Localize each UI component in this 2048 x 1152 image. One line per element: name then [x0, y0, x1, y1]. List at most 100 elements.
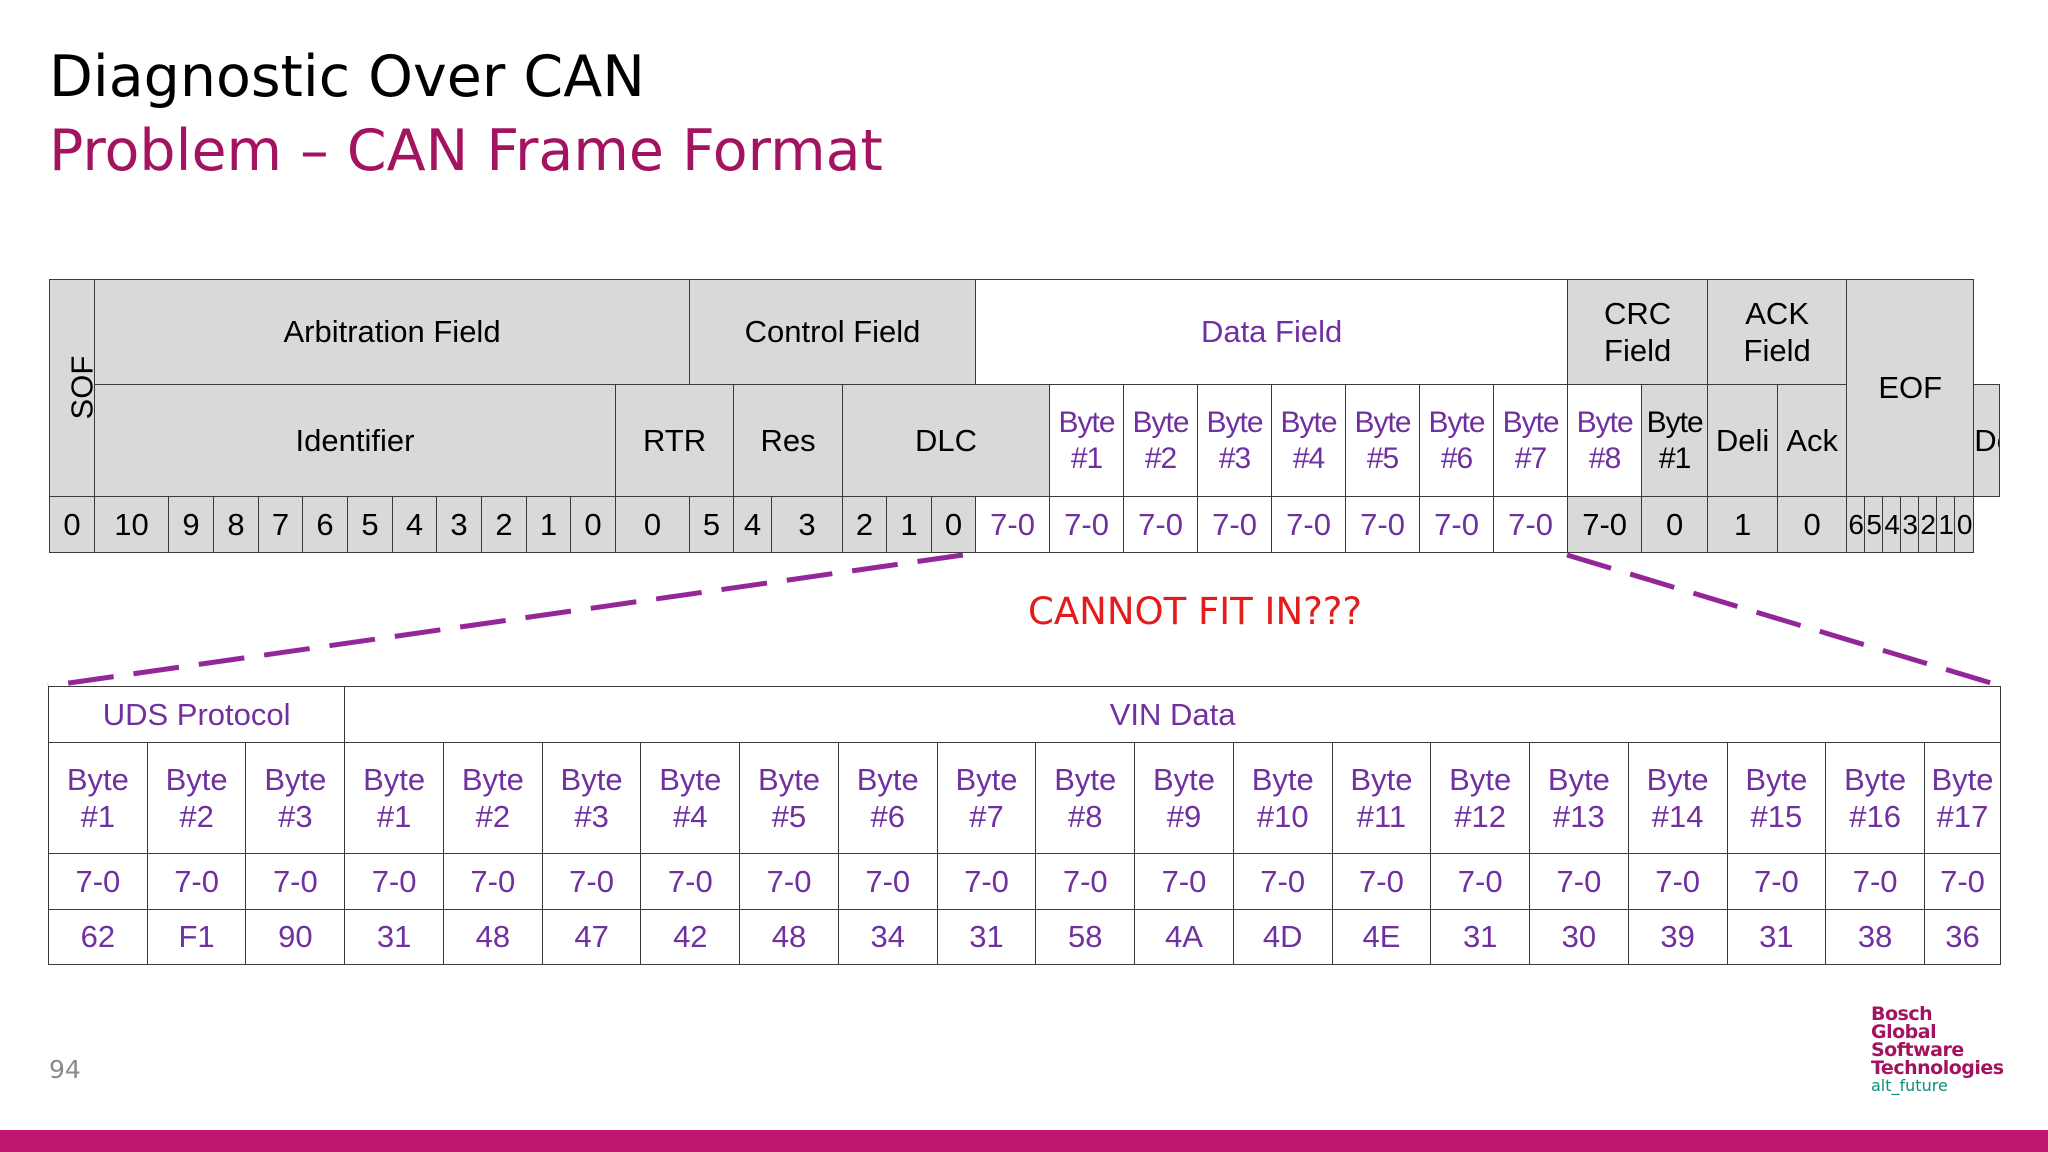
bit-cell: 1	[526, 496, 571, 553]
byte-number: #4	[1292, 441, 1325, 475]
uds-bit-range: 7-0	[1331, 853, 1432, 910]
bit-cell: 6	[302, 496, 348, 553]
byte-number: #7	[1514, 441, 1547, 475]
uds-bit-range: 7-0	[1726, 853, 1827, 910]
bit-cell: 5	[689, 496, 735, 553]
bit-cell: 7-0	[1493, 496, 1569, 553]
bit-cell: 7	[258, 496, 303, 553]
uds-bit-range: 7-0	[1627, 853, 1728, 910]
uds-byte-label: Byte#10	[1232, 742, 1333, 854]
byte-word: Byte	[1646, 405, 1704, 439]
data-byte-header: Byte#8	[1567, 384, 1643, 497]
uds-byte-label: Byte#13	[1529, 742, 1629, 854]
uds-byte-value: 47	[541, 909, 642, 965]
bit-cell: 8	[213, 496, 259, 553]
uds-byte-label: Byte#3	[245, 742, 346, 854]
ack-ack-header: Ack	[1777, 384, 1848, 497]
uds-byte-value: 58	[1035, 909, 1136, 965]
slide-subtitle: Problem – CAN Frame Format	[49, 118, 883, 184]
uds-byte-value: 38	[1825, 909, 1925, 965]
logo-line: Software	[1871, 1039, 1964, 1061]
uds-byte-label: Byte#4	[640, 742, 741, 854]
byte-word: Byte	[1576, 405, 1634, 439]
uds-bit-range: 7-0	[739, 853, 839, 910]
uds-byte-value: 62	[48, 909, 148, 965]
byte-number: #16	[1849, 799, 1901, 834]
bit-cell: 4	[392, 496, 437, 553]
sof-label: SOF	[64, 356, 95, 420]
uds-byte-value: 4A	[1134, 909, 1234, 965]
bit-cell: 6	[1846, 496, 1866, 553]
bit-cell: 7-0	[1419, 496, 1495, 553]
uds-byte-value: 48	[442, 909, 543, 965]
uds-byte-value: 39	[1627, 909, 1728, 965]
byte-number: #1	[376, 799, 412, 834]
byte-word: Byte	[560, 761, 623, 797]
uds-byte-label: Byte#17	[1923, 742, 2002, 854]
uds-byte-label: Byte#16	[1825, 742, 1925, 854]
byte-word: Byte	[1054, 761, 1117, 797]
logo-line: Global	[1871, 1021, 1937, 1043]
uds-bit-range: 7-0	[1035, 853, 1136, 910]
byte-number: #5	[1366, 441, 1399, 475]
byte-number: #2	[475, 799, 511, 834]
data-byte-header: Byte#4	[1271, 384, 1347, 497]
uds-bit-range: 7-0	[837, 853, 938, 910]
bit-cell: 1	[1936, 496, 1956, 553]
bit-cell: 7-0	[975, 496, 1051, 553]
uds-bit-range: 7-0	[640, 853, 741, 910]
byte-number: #17	[1936, 799, 1989, 834]
byte-number: #3	[574, 799, 609, 834]
uds-byte-label: Byte#8	[1035, 742, 1136, 854]
bit-cell: 0	[1641, 496, 1709, 553]
bit-cell: 7-0	[1197, 496, 1273, 553]
right-dashed-line	[1566, 552, 2002, 689]
vin-data-header: VIN Data	[344, 686, 2001, 743]
bit-cell: 2	[481, 496, 527, 553]
uds-byte-label: Byte#14	[1627, 742, 1728, 854]
bit-cell: 5	[347, 496, 393, 553]
bit-cell: 1	[886, 496, 933, 553]
byte-word: Byte	[856, 761, 919, 797]
byte-number: #6	[1440, 441, 1473, 475]
warning-text: CANNOT FIT IN???	[1028, 590, 1363, 633]
uds-bit-range: 7-0	[1923, 853, 2002, 910]
eof-header: EOF	[1846, 279, 1975, 497]
byte-number: #2	[179, 799, 214, 834]
byte-number: #1	[1070, 441, 1103, 475]
uds-protocol-header: UDS Protocol	[47, 686, 346, 743]
byte-word: Byte	[66, 761, 129, 797]
rtr-header: RTR	[614, 384, 735, 497]
bottom-brand-bar	[0, 1130, 2048, 1152]
uds-bit-range: 7-0	[344, 853, 444, 910]
byte-number: #2	[1144, 441, 1177, 475]
data-byte-header: Byte#7	[1493, 384, 1569, 497]
bit-cell: 0	[614, 496, 691, 553]
byte-word: Byte	[1502, 405, 1560, 439]
byte-number: #6	[870, 799, 906, 834]
uds-byte-label: Byte#2	[146, 742, 247, 854]
data-field-header: Data Field	[975, 279, 1569, 385]
logo-line: Bosch	[1871, 1003, 1933, 1025]
byte-number: #14	[1651, 799, 1704, 834]
byte-word: Byte	[461, 761, 524, 797]
byte-number: #3	[278, 799, 313, 834]
uds-byte-value: 36	[1923, 909, 2002, 965]
byte-word: Byte	[1206, 405, 1264, 439]
arbitration-field-header: Arbitration Field	[93, 279, 691, 385]
uds-bit-range: 7-0	[1529, 853, 1629, 910]
uds-byte-value: 31	[936, 909, 1037, 965]
can-frame-table: SOF Arbitration Field Control Field Data…	[49, 279, 2000, 553]
byte-word: Byte	[1152, 761, 1215, 797]
uds-byte-value: 31	[1430, 909, 1531, 965]
bit-cell: 10	[94, 496, 169, 553]
bit-cell: 0	[1954, 496, 1975, 553]
bit-cell: 7-0	[1345, 496, 1421, 553]
uds-byte-label: Byte#1	[48, 742, 148, 854]
byte-word: Byte	[1745, 761, 1808, 797]
bit-cell: 0	[570, 496, 616, 553]
uds-byte-value: 90	[245, 909, 346, 965]
bit-cell: 7-0	[1123, 496, 1199, 553]
